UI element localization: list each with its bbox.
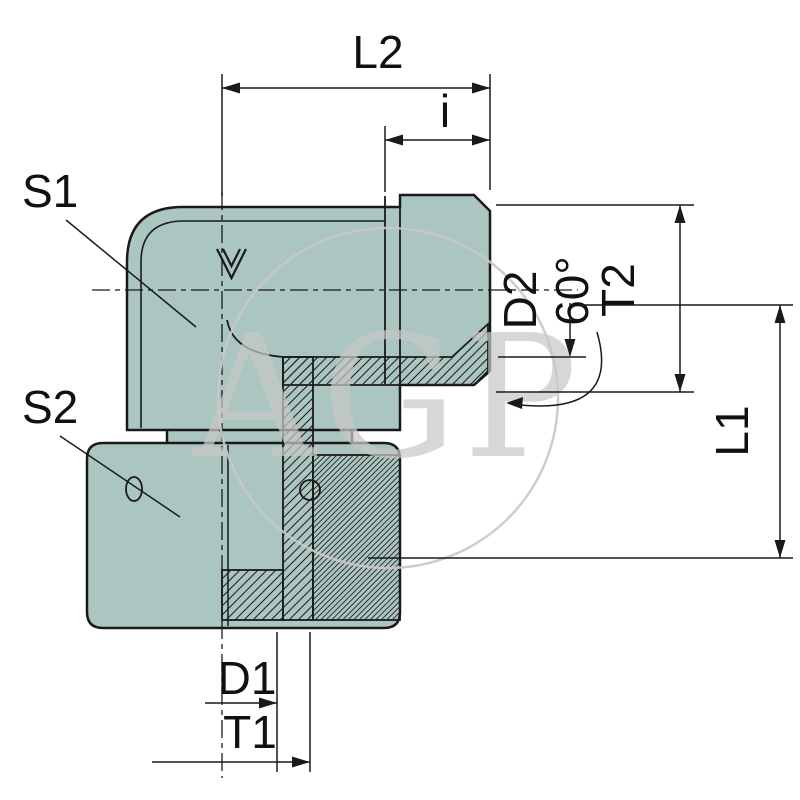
dimension-t2: T2 (496, 204, 694, 393)
arrow-down (774, 540, 786, 558)
dimension-s1: S1 (22, 165, 197, 328)
fitting (85, 193, 492, 630)
nut-wall-hatch (313, 455, 400, 620)
watermark-text: AGP (192, 299, 584, 497)
label-d2: D2 (494, 271, 546, 330)
dimension-t1: T1 (152, 632, 311, 772)
label-s1: S1 (22, 165, 78, 217)
arrow-right (472, 134, 490, 146)
nut-hole-detail (125, 476, 143, 502)
dimension-l2: L2 (221, 26, 491, 196)
label-i: i (440, 85, 450, 137)
arrow-up (774, 305, 786, 323)
arrow-left (506, 397, 523, 409)
label-t2: T2 (592, 263, 644, 317)
leg-wall-hatch (283, 357, 313, 620)
dimensions: L2 i S1 S2 D2 (22, 26, 793, 772)
label-s2: S2 (22, 381, 78, 433)
arrow-left (385, 134, 403, 146)
dimension-l1: L1 (368, 304, 793, 559)
bore-section-hatch (283, 324, 488, 385)
arrow-left (222, 82, 240, 94)
arrow-right (259, 697, 277, 709)
label-cone-angle: 60° (546, 256, 598, 326)
label-d1: D1 (218, 652, 277, 704)
watermark: AGP (192, 226, 584, 570)
dimension-d1: D1 (205, 632, 278, 772)
arrow-down (674, 374, 686, 392)
ball-detent (299, 479, 321, 501)
leg-bottom-hatch (222, 570, 283, 620)
dimension-d2: D2 (494, 271, 586, 358)
arrow-up (674, 205, 686, 223)
dimension-s2: S2 (22, 381, 181, 518)
label-l1: L1 (706, 405, 758, 456)
arrow-right (292, 756, 310, 768)
watermark-circle (216, 226, 560, 570)
arrow-right (472, 82, 490, 94)
dimension-cone-angle: 60° (506, 256, 603, 409)
arrow-down (564, 339, 576, 357)
label-l2: L2 (352, 26, 403, 78)
label-t1: T1 (223, 706, 277, 758)
centerlines (92, 192, 578, 778)
dimension-i: i (384, 85, 490, 192)
